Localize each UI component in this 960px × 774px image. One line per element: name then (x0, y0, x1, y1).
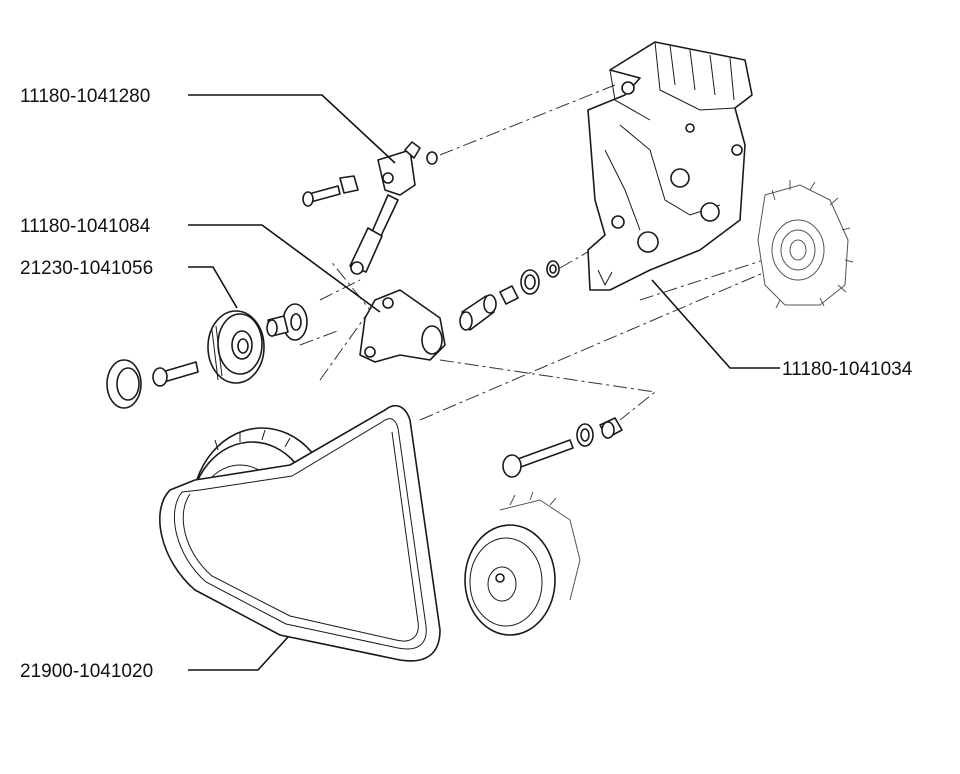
label-21230-1041056: 21230-1041056 (20, 258, 153, 279)
leader-11180-1041084 (188, 224, 381, 313)
leader-21900-1041020 (188, 636, 289, 671)
bolt-and-spacer (302, 175, 359, 207)
long-bolt (502, 417, 623, 478)
drive-belt (159, 404, 441, 662)
pulley-washer (266, 303, 308, 341)
idler-pulley (207, 310, 265, 384)
label-11180-1041280: 11180-1041280 (20, 86, 150, 107)
leader-lines (188, 94, 780, 671)
mounting-bracket (587, 41, 753, 291)
pulley-bolt (152, 361, 199, 387)
label-11180-1041034: 11180-1041034 (782, 359, 913, 380)
leader-21230-1041056 (188, 266, 238, 309)
tensioner-rod (349, 141, 438, 275)
leader-11180-1041034 (651, 279, 780, 369)
alternator (757, 180, 854, 309)
leader-11180-1041280 (188, 94, 396, 164)
ac-compressor-pulley (464, 491, 581, 636)
assembly-axis-lines (299, 84, 771, 421)
tensioner-lever (359, 289, 446, 363)
label-21900-1041020: 21900-1041020 (20, 661, 153, 682)
dust-cap (106, 359, 142, 409)
label-11180-1041084: 11180-1041084 (20, 216, 151, 237)
pivot-bushing-parts (459, 260, 560, 331)
